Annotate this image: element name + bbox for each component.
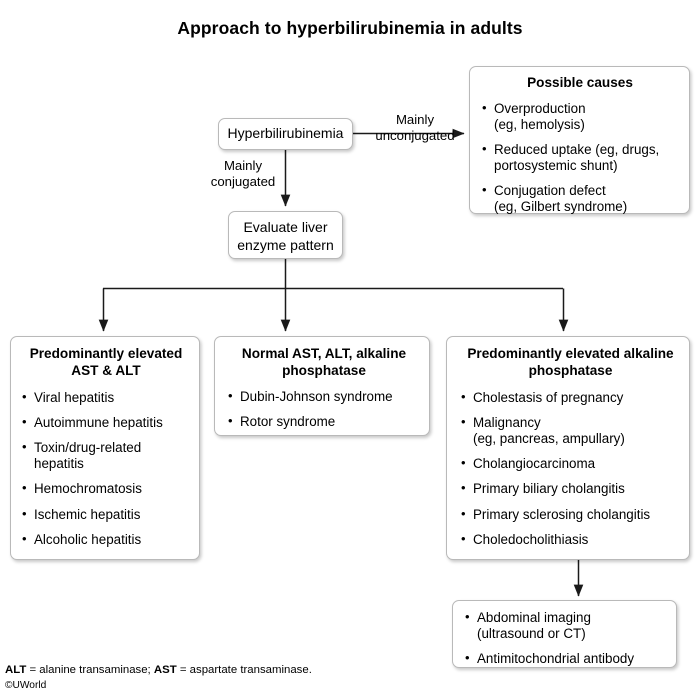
list-item: • Reduced uptake (eg, drugs, portosystem…	[482, 140, 660, 173]
list-item: • Viral hepatitis	[22, 389, 115, 406]
bullet-icon: •	[461, 530, 466, 546]
list-item: • Antimitochondrial antibody	[465, 650, 635, 667]
footnote-abbr-alt: ALT	[5, 664, 27, 676]
page-title: Approach to hyperbilirubinemia in adults	[177, 18, 523, 38]
bullet-icon: •	[22, 480, 27, 496]
bullet-icon: •	[228, 413, 233, 429]
footnote-text-alt: = alanine transaminase;	[26, 664, 154, 676]
box-elevated-ast-alt-list: • Viral hepatitis • Autoimmune hepatitis…	[21, 389, 191, 548]
node-evaluate-label: Evaluate liver enzyme pattern	[237, 219, 334, 253]
box-elevated-alkaline-phosphatase[interactable]: Predominantly elevated alkaline phosphat…	[446, 336, 690, 560]
bullet-icon: •	[228, 388, 233, 404]
list-item: • Primary biliary cholangitis	[461, 480, 625, 497]
box-normal-enzymes[interactable]: Normal AST, ALT, alkaline phosphatase • …	[214, 336, 430, 436]
bullet-icon: •	[465, 609, 470, 624]
list-item: • Hemochromatosis	[22, 480, 142, 497]
box-possible-causes-title: Possible causes	[527, 75, 633, 90]
bullet-icon: •	[461, 389, 466, 405]
list-item: • Overproduction (eg, hemolysis)	[482, 99, 586, 132]
list-item: • Toxin/drug-related hepatitis	[22, 439, 142, 472]
bullet-icon: •	[22, 389, 27, 405]
list-item: • Malignancy (eg, pancreas, ampullary)	[461, 414, 625, 447]
list-item: • Ischemic hepatitis	[22, 505, 141, 522]
bullet-icon: •	[482, 140, 487, 156]
list-item: • Rotor syndrome	[228, 413, 336, 430]
footnote-abbr-ast: AST	[153, 664, 177, 676]
list-item: • Cholangiocarcinoma	[461, 455, 596, 472]
node-hyperbilirubinemia[interactable]: Hyperbilirubinemia	[218, 118, 353, 150]
bullet-icon: •	[461, 455, 466, 471]
bullet-icon: •	[461, 505, 466, 521]
bullet-icon: •	[22, 439, 27, 455]
box-normal-enzymes-title: Normal AST, ALT, alkaline phosphatase	[241, 346, 407, 378]
box-possible-causes[interactable]: Possible causes • Overproduction (eg, he…	[469, 66, 690, 214]
bullet-icon: •	[22, 505, 27, 521]
bullet-icon: •	[465, 650, 470, 666]
list-item: • Dubin-Johnson syndrome	[228, 388, 393, 405]
bullet-icon: •	[22, 530, 27, 546]
box-normal-enzymes-list: • Dubin-Johnson syndrome • Rotor syndrom…	[227, 388, 421, 430]
box-possible-causes-list: • Overproduction (eg, hemolysis) • Reduc…	[481, 99, 679, 215]
bullet-icon: •	[22, 414, 27, 430]
footnote-text-ast: = aspartate transaminase.	[176, 664, 312, 676]
box-elevated-alkaline-phosphatase-list: • Cholestasis of pregnancy • Malignancy …	[460, 389, 681, 548]
abbreviation-footnote: ALT = alanine transaminase; AST = aspart…	[5, 663, 312, 677]
edge-label-mainly-unconjugated: Mainly unconjugated	[375, 112, 455, 143]
copyright-notice: ©UWorld	[5, 680, 47, 691]
list-item: • Alcoholic hepatitis	[22, 530, 142, 547]
bullet-icon: •	[482, 99, 487, 115]
box-elevated-alkaline-phosphatase-title: Predominantly elevated alkaline phosphat…	[467, 346, 674, 378]
node-evaluate-liver-enzyme-pattern[interactable]: Evaluate liver enzyme pattern	[228, 211, 343, 259]
box-elevated-ast-alt[interactable]: Predominantly elevated AST & ALT • Viral…	[10, 336, 200, 560]
list-item: • Autoimmune hepatitis	[22, 414, 163, 431]
bullet-icon: •	[461, 414, 466, 430]
box-abdominal-imaging-list: • Abdominal imaging (ultrasound or CT) •…	[464, 609, 668, 667]
list-item: • Choledocholithiasis	[461, 530, 589, 547]
list-item: • Conjugation defect (eg, Gilbert syndro…	[482, 181, 628, 214]
list-item: • Primary sclerosing cholangitis	[461, 505, 651, 522]
edge-label-mainly-conjugated: Mainly conjugated	[210, 158, 276, 189]
bullet-icon: •	[482, 181, 487, 197]
list-item: • Abdominal imaging (ultrasound or CT)	[465, 609, 591, 642]
bullet-icon: •	[461, 480, 466, 496]
box-abdominal-imaging[interactable]: • Abdominal imaging (ultrasound or CT) •…	[452, 600, 677, 668]
list-item: • Cholestasis of pregnancy	[461, 389, 624, 406]
box-elevated-ast-alt-title: Predominantly elevated AST & ALT	[29, 346, 183, 378]
node-hyperbilirubinemia-label: Hyperbilirubinemia	[227, 125, 344, 141]
